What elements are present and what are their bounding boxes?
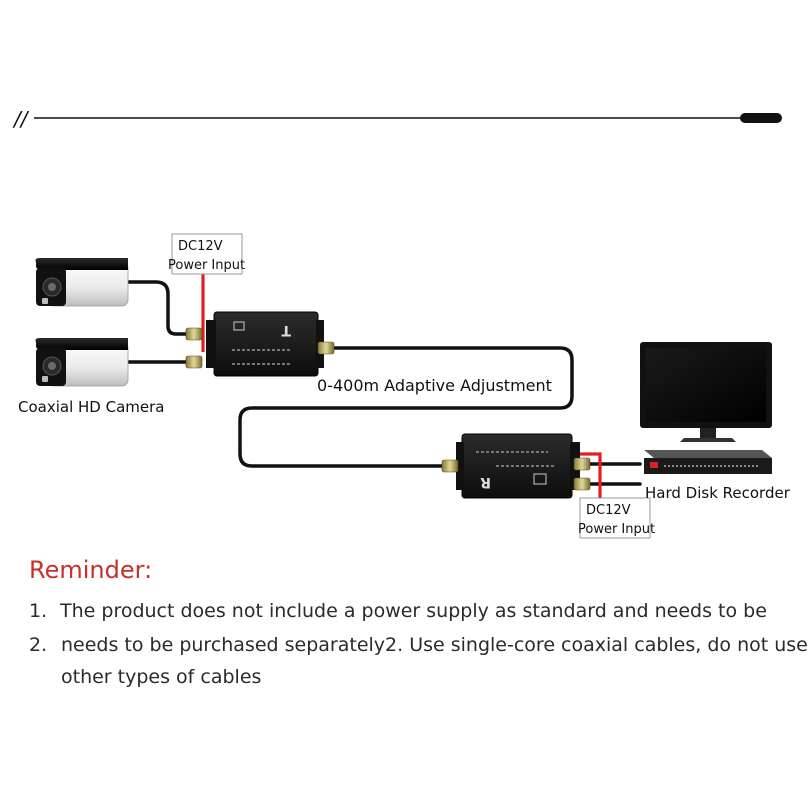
monitor (640, 342, 772, 442)
transmitter-mark: T (281, 322, 291, 338)
receiver-mark: R (480, 474, 491, 490)
hard-disk-recorder (644, 450, 772, 474)
transmitter-device: T (185, 311, 335, 377)
transmitter-bnc-in-1 (185, 327, 203, 341)
receiver-indicator (533, 473, 547, 485)
reminder-item-number: 1. (29, 600, 48, 622)
camera-label: Coaxial HD Camera (18, 398, 164, 416)
power-callout-top: DC12V Power Input (168, 233, 245, 275)
receiver-bnc-out-1 (573, 457, 591, 471)
header-rule: // (12, 107, 782, 131)
camera-1 (35, 258, 129, 307)
reminder-title: Reminder: (29, 556, 153, 584)
receiver-bnc-out-2 (573, 477, 591, 491)
recorder-label: Hard Disk Recorder (645, 484, 791, 502)
reminder-item-number: 2. (29, 634, 48, 656)
reminder-item-text-continued: other types of cables (61, 666, 262, 688)
slash-mark: // (12, 107, 30, 131)
camera1-cable (123, 280, 198, 336)
reminder-item-text: needs to be purchased separately2. Use s… (61, 634, 808, 656)
power-bottom-line1: DC12V (586, 503, 631, 518)
reminder-item-text: The product does not include a power sup… (60, 600, 767, 622)
cables (123, 280, 642, 486)
transmitter-bnc-out (317, 341, 335, 355)
power-top-line2: Power Input (168, 258, 245, 273)
transmitter-bnc-in-2 (185, 355, 203, 369)
power-callout-bottom: DC12V Power Input (578, 497, 655, 539)
header-line-end (740, 113, 782, 123)
camera-2 (35, 338, 129, 387)
receiver-device: R (441, 433, 591, 499)
receiver-bnc-in (441, 459, 459, 473)
power-top-line1: DC12V (178, 239, 223, 254)
power-bottom-line2: Power Input (578, 522, 655, 537)
distance-label: 0-400m Adaptive Adjustment (317, 376, 552, 395)
transmitter-indicator (233, 321, 245, 331)
long-coax-cable (238, 346, 574, 468)
